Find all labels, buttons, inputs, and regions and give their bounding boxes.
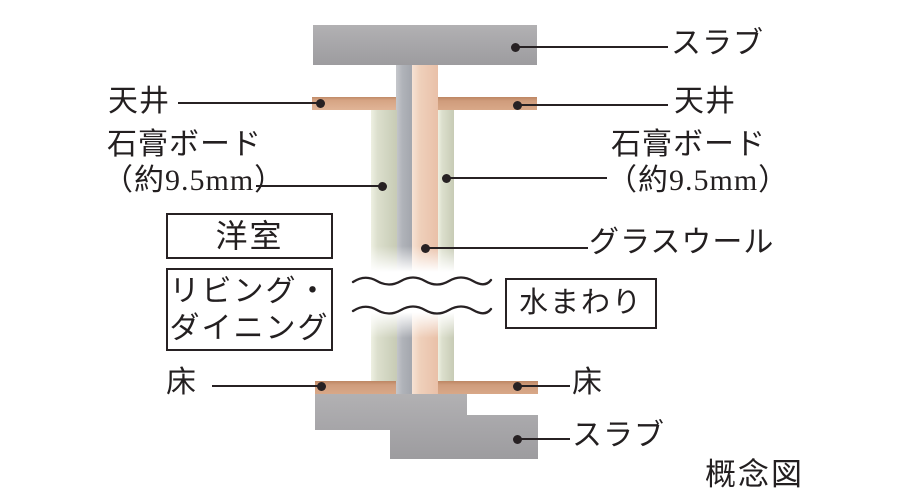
leader-dot-plasterboard-right — [442, 174, 451, 183]
room-box-western-room-label: 洋室 — [215, 217, 284, 254]
room-box-western-room: 洋室 — [166, 213, 333, 259]
label-glasswool: グラスウール — [589, 226, 775, 259]
leader-line-plasterboard-left — [256, 185, 383, 187]
leader-dot-ceiling-left — [316, 99, 325, 108]
diagram-caption: 概念図 — [705, 457, 804, 492]
wall-concrete-shape — [396, 64, 412, 394]
leader-line-plasterboard-right — [446, 177, 607, 179]
leader-dot-plasterboard-left — [378, 182, 387, 191]
wall-break-fade — [349, 246, 495, 338]
leader-line-floor-left — [212, 385, 322, 387]
slab-bottom-shape — [315, 394, 538, 459]
leader-dot-glasswool — [421, 244, 430, 253]
leader-dot-slab-bottom — [513, 435, 522, 444]
floor-strip-right-shape — [438, 381, 538, 394]
leader-line-slab-bottom — [517, 438, 570, 440]
label-floor-left: 床 — [166, 366, 197, 399]
label-slab-top: スラブ — [671, 27, 764, 60]
room-box-water-area-label: 水まわり — [518, 287, 643, 319]
leader-dot-floor-left — [317, 382, 326, 391]
ceiling-strip-right-shape — [438, 97, 537, 110]
leader-line-slab-top — [515, 46, 668, 48]
slab-top-shape — [313, 25, 537, 65]
break-wave-top-icon — [351, 276, 493, 286]
leader-line-ceiling-right — [517, 104, 668, 106]
label-plasterboard-right-line2: （約9.5mm） — [607, 164, 790, 197]
label-floor-right: 床 — [572, 366, 603, 399]
label-plasterboard-left-line1: 石膏ボード — [107, 128, 262, 161]
room-box-living-dining-line2: ダイニング — [169, 311, 330, 345]
label-ceiling-left: 天井 — [108, 85, 170, 118]
glasswool-shape — [412, 64, 438, 394]
label-plasterboard-right-line1: 石膏ボード — [611, 128, 766, 161]
ceiling-strip-left-shape — [312, 97, 396, 110]
leader-line-glasswool — [425, 247, 588, 249]
break-wave-bottom-icon — [351, 305, 493, 315]
leader-line-floor-right — [517, 385, 570, 387]
floor-strip-left-shape — [315, 381, 396, 394]
label-ceiling-right: 天井 — [674, 85, 736, 118]
room-box-water-area: 水まわり — [505, 278, 657, 329]
label-plasterboard-left-line2: （約9.5mm） — [103, 164, 286, 197]
label-slab-bottom: スラブ — [572, 419, 665, 452]
leader-dot-slab-top — [511, 43, 520, 52]
leader-dot-floor-right — [513, 382, 522, 391]
leader-line-ceiling-left — [178, 102, 319, 104]
leader-dot-ceiling-right — [513, 101, 522, 110]
room-box-living-dining-line1: リビング・ — [169, 274, 330, 308]
room-box-living-dining: リビング・ ダイニング — [166, 268, 333, 351]
